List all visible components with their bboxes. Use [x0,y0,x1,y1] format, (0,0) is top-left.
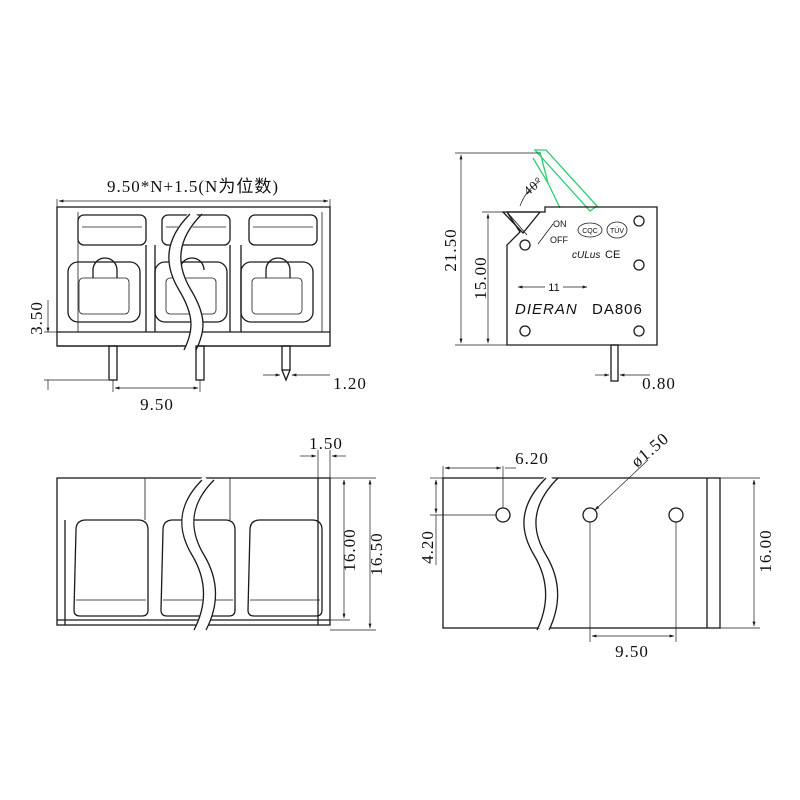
bottom-front-view: 1.50 16.00 16.50 [56,434,386,633]
bottom-body [56,477,331,626]
pcb-break-line [523,473,559,633]
top-slots [77,214,318,246]
pitch-label: 9.50 [140,395,174,414]
model-marking: DA806 [592,301,643,318]
pcb-layout-view: 6.20 ø1.50 4.20 16.00 9.50 [418,429,775,661]
inner-height-label: 16.00 [340,528,359,571]
height-label: 3.50 [27,301,46,335]
side-body [505,206,658,346]
bottom-slots [73,519,323,617]
lever [532,149,598,212]
tuv-mark: TÜV [610,227,624,235]
break-line [168,209,204,353]
pcb-height-label: 16.00 [756,529,775,572]
on-label: ON [553,219,567,229]
off-label: OFF [550,235,568,245]
outer-height-label: 16.50 [367,532,386,575]
pcb-pitch-label: 9.50 [615,642,649,661]
pin-width-label: 1.20 [333,374,367,393]
total-height-label: 21.50 [441,228,460,271]
ce-mark: CE [605,249,620,261]
brand-marking: DIERAN [515,301,578,318]
offset-label: 6.20 [515,449,549,468]
cqc-mark: CQC [582,228,598,235]
product-markings: ON OFF CQC TÜV cULus CE 11 DIERAN DA806 [515,219,643,318]
side-pin [610,344,619,382]
vertical-offset-label: 4.20 [418,530,437,564]
pins [108,345,291,382]
angle-label: 40° [520,173,546,198]
overall-width-label: 9.50*N+1.5(N为位数) [107,177,279,196]
body-height-label: 15.00 [471,256,490,299]
wall-width-label: 1.50 [309,434,343,453]
hole-diameter-label: ø1.50 [627,429,672,471]
front-view: 9.50*N+1.5(N为位数) [27,177,367,414]
side-pin-label: 0.80 [642,374,676,393]
pcb-outline [442,477,721,629]
pitch-marking: 11 [548,282,559,294]
side-view: 40° ON OFF CQC TÜV cULus CE 11 DIERAN DA… [441,149,676,393]
bottom-break-line [181,475,217,633]
ul-mark: cULus [572,250,600,261]
